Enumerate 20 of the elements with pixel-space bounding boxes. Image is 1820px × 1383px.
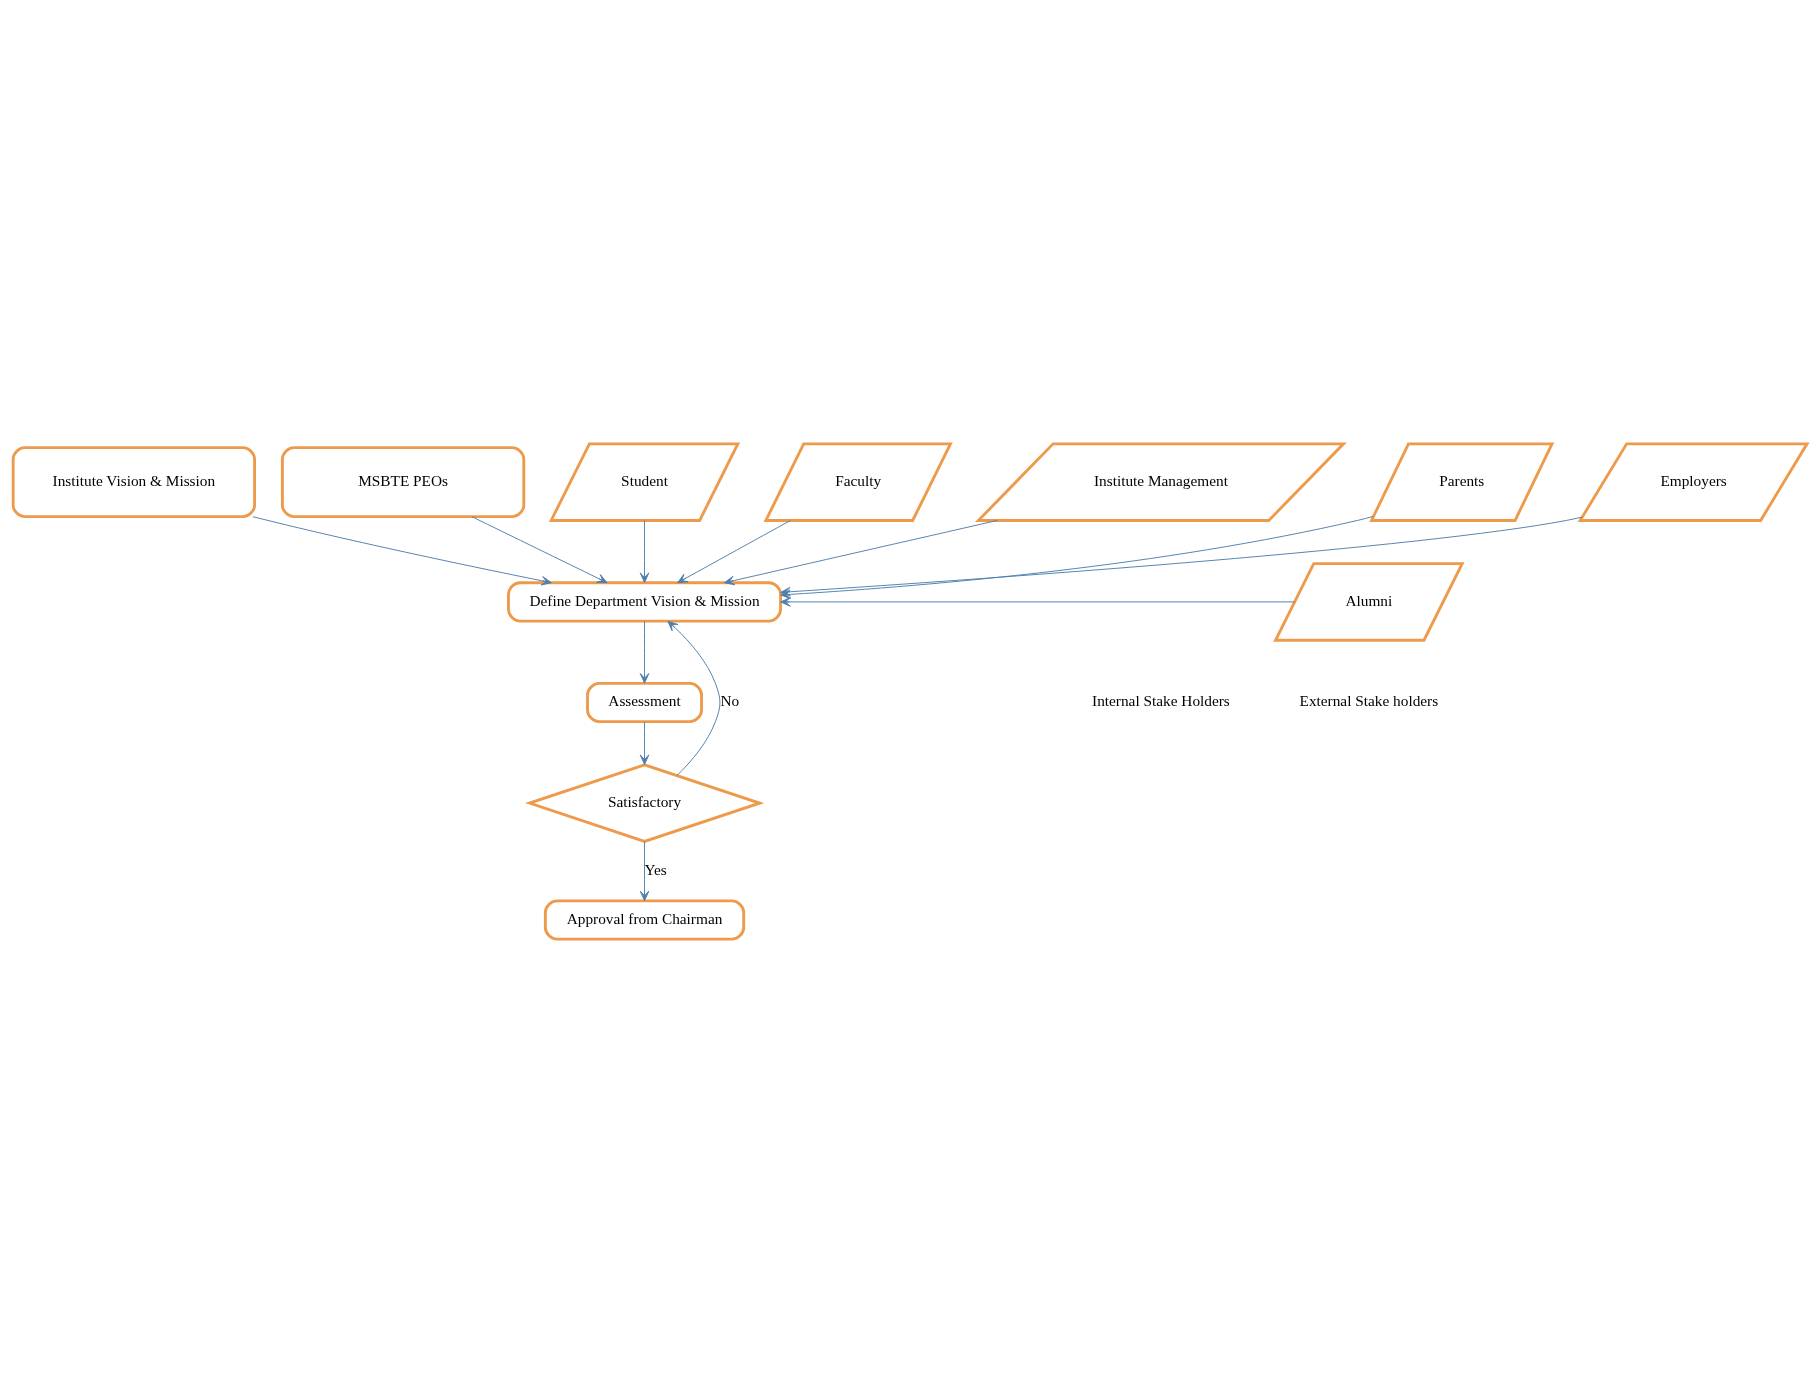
arrow bbox=[639, 620, 650, 684]
node-box: MSBTE PEOs bbox=[280, 446, 526, 519]
node-box: Assessment bbox=[586, 681, 703, 724]
node-box: Define Department Vision & Mission bbox=[507, 581, 782, 623]
arrow bbox=[252, 516, 552, 586]
arrow bbox=[780, 597, 1295, 607]
node-diamond: Satisfactory bbox=[525, 763, 765, 843]
arrow bbox=[639, 520, 650, 583]
label: External Stake holders bbox=[1299, 692, 1439, 710]
label: Internal Stake Holders bbox=[1092, 692, 1230, 710]
node-box: Approval from Chairman bbox=[543, 899, 746, 941]
arrow bbox=[667, 620, 721, 776]
arrow bbox=[677, 520, 791, 584]
edge-label: No bbox=[720, 692, 740, 710]
arrow bbox=[639, 721, 650, 765]
arrow bbox=[780, 516, 1583, 597]
arrow bbox=[724, 520, 998, 586]
node-box: Institute Vision & Mission bbox=[11, 446, 256, 519]
arrow bbox=[471, 516, 608, 584]
arrow bbox=[639, 841, 650, 902]
